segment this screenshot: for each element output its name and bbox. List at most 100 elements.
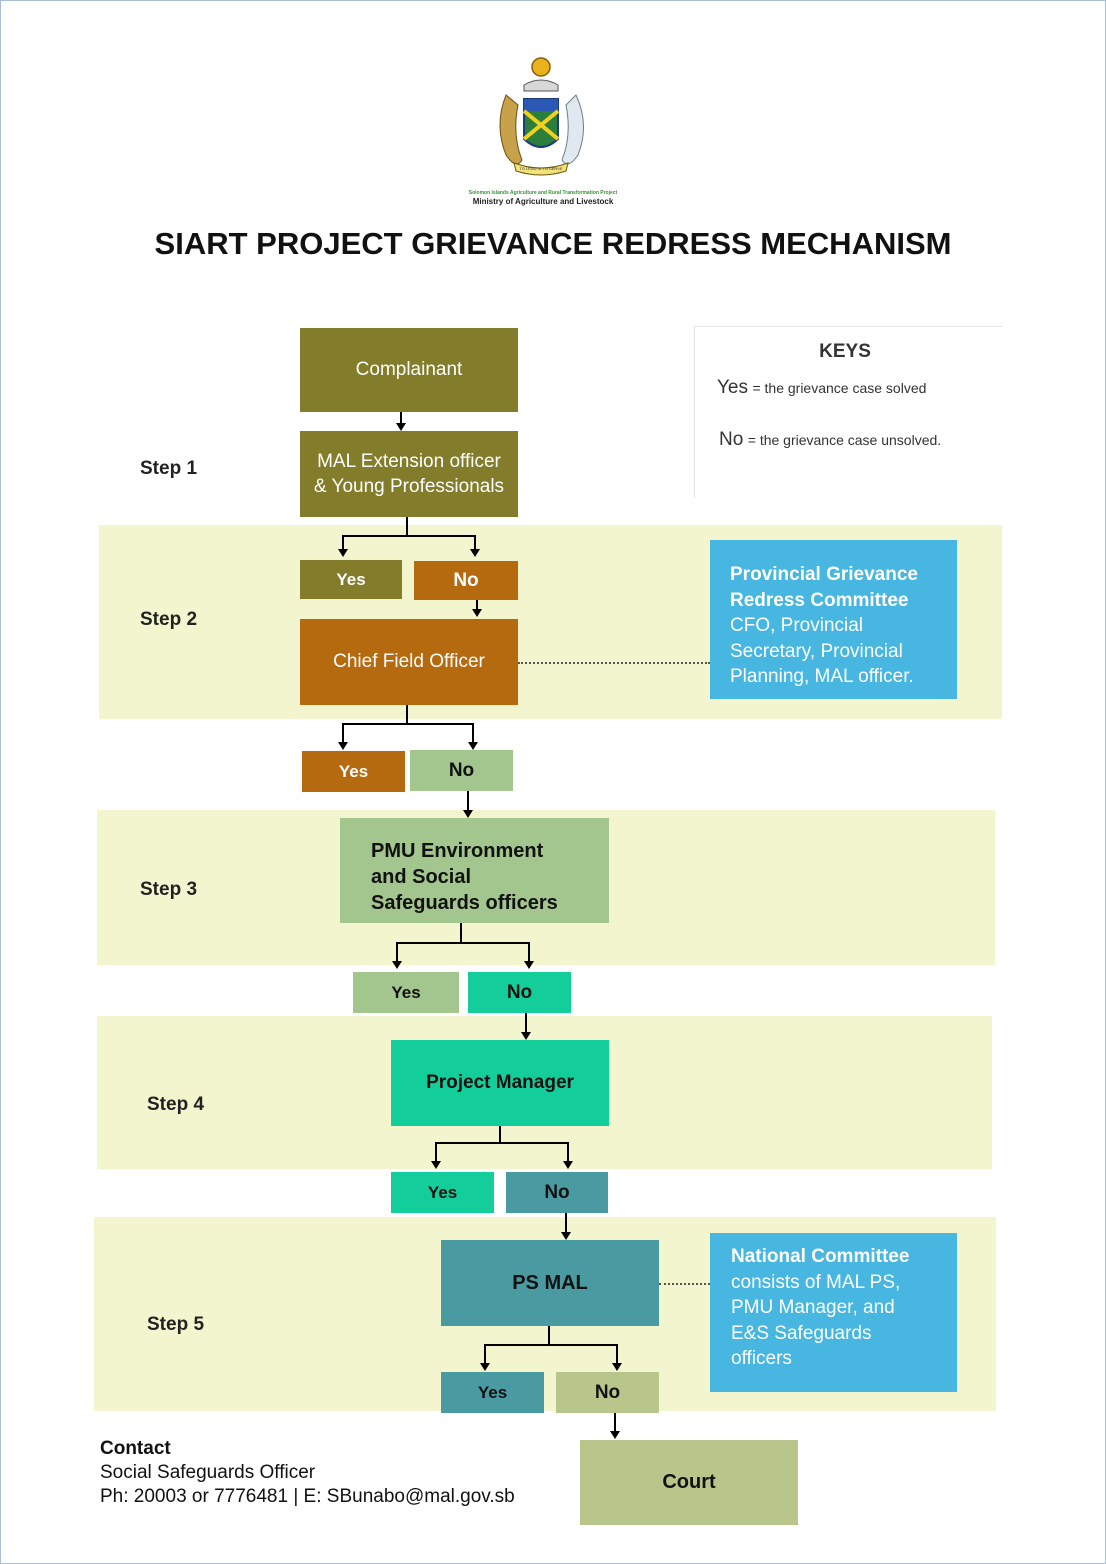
national-body-line1: consists of MAL PS, (731, 1271, 901, 1293)
logo-caption-ministry: Ministry of Agriculture and Livestock (472, 197, 614, 206)
connector (406, 705, 408, 724)
pmu-line3: Safeguards officers (371, 892, 558, 914)
arrow (524, 961, 534, 969)
mal-extension-box: MAL Extension officer & Young Profession… (300, 431, 518, 517)
connector (484, 1344, 486, 1364)
arrow (480, 1363, 490, 1371)
dotted-connector (518, 662, 710, 664)
yes-label: Yes (338, 761, 369, 781)
national-heading: National Committee (731, 1246, 910, 1267)
dotted-connector (659, 1283, 710, 1285)
connector (396, 942, 398, 962)
arrow (472, 609, 482, 617)
arrow (392, 961, 402, 969)
connector (342, 723, 344, 743)
arrow (521, 1032, 531, 1040)
yes-label: Yes (427, 1182, 458, 1202)
chief-field-officer-box: Chief Field Officer (300, 619, 518, 705)
no-box-step1: No (414, 561, 518, 600)
no-label: No (544, 1181, 570, 1203)
connector (396, 942, 530, 944)
provincial-body-line2: Secretary, Provincial (730, 640, 903, 662)
key-yes: Yes = the grievance case solved (717, 377, 926, 399)
national-body-line4: officers (731, 1348, 792, 1369)
no-box-step3: No (468, 972, 571, 1013)
no-label: No (448, 759, 475, 781)
arrow (612, 1363, 622, 1371)
pmu-safeguards-box: PMU Environment and Social Safeguards of… (340, 818, 609, 923)
connector (406, 517, 408, 536)
step-5-label: Step 5 (147, 1314, 205, 1335)
no-box-step4: No (506, 1172, 608, 1213)
connector (567, 1142, 569, 1162)
mal-extension-line2: & Young Professionals (313, 476, 505, 497)
ps-mal-label: PS MAL (512, 1271, 588, 1294)
court-label: Court (662, 1471, 716, 1493)
yes-box-step1: Yes (300, 560, 402, 599)
court-box: Court (580, 1440, 798, 1525)
contact-role: Social Safeguards Officer (100, 1462, 316, 1483)
pmu-line1: PMU Environment (371, 840, 544, 862)
project-manager-box: Project Manager (391, 1040, 609, 1126)
keys-panel: KEYS Yes = the grievance case solved No … (694, 326, 1002, 498)
connector (614, 1413, 616, 1432)
connector (342, 535, 476, 537)
step-1-label: Step 1 (140, 458, 198, 479)
connector (565, 1213, 567, 1233)
arrow (338, 742, 348, 750)
connector (342, 535, 344, 550)
connector (467, 791, 469, 811)
connector (342, 723, 474, 725)
no-box-step2: No (410, 750, 513, 791)
connector (435, 1142, 437, 1162)
no-label: No (506, 981, 533, 1003)
arrow (561, 1232, 571, 1240)
contact-details: Ph: 20003 or 7776481 | E: SBunabo@mal.go… (100, 1486, 515, 1507)
arrow (470, 549, 480, 557)
yes-box-step3: Yes (353, 972, 459, 1013)
arrow (463, 810, 473, 818)
connector (525, 1013, 527, 1033)
logo-caption-project: Solomon Islands Agriculture and Rural Tr… (468, 190, 618, 196)
yes-box-step2: Yes (302, 751, 405, 792)
yes-box-step5: Yes (441, 1372, 544, 1413)
provincial-heading-line1: Provincial Grievance (730, 564, 918, 585)
arrow (338, 549, 348, 557)
contact-heading: Contact (100, 1438, 171, 1459)
national-body-line3: E&S Safeguards (731, 1322, 872, 1344)
page-title: SIART PROJECT GRIEVANCE REDRESS MECHANIS… (154, 226, 952, 261)
key-no-word: No (719, 429, 744, 450)
arrow (396, 423, 406, 431)
coat-of-arms-logo: TO LEAD IS TO SERVE (486, 55, 596, 190)
connector (460, 923, 462, 943)
connector (484, 1344, 618, 1346)
yes-label: Yes (477, 1382, 508, 1402)
provincial-committee-box: Provincial Grievance Redress Committee C… (710, 540, 957, 699)
mal-extension-line1: MAL Extension officer (317, 451, 501, 472)
pmu-line2: and Social (371, 866, 472, 888)
no-label: No (453, 569, 479, 591)
complainant-label: Complainant (355, 359, 463, 380)
contact-block: Contact Social Safeguards Officer Ph: 20… (100, 1437, 515, 1509)
connector (499, 1126, 501, 1143)
step-2-label: Step 2 (140, 609, 198, 630)
key-no: No = the grievance case unsolved. (719, 429, 941, 451)
provincial-body-line3: Planning, MAL officer. (730, 666, 914, 687)
yes-box-step4: Yes (391, 1172, 494, 1213)
connector (400, 412, 402, 424)
national-committee-box: National Committee consists of MAL PS, P… (710, 1233, 957, 1392)
provincial-heading-line2: Redress Committee (730, 589, 909, 611)
connector (435, 1142, 569, 1144)
provincial-body-line1: CFO, Provincial (730, 615, 864, 636)
connector (474, 535, 476, 550)
connector (616, 1344, 618, 1364)
national-body-line2: PMU Manager, and (731, 1297, 895, 1318)
arrow (563, 1161, 573, 1169)
no-box-step5: No (556, 1372, 659, 1413)
complainant-box: Complainant (300, 328, 518, 412)
connector (528, 942, 530, 962)
step-4-label: Step 4 (147, 1094, 205, 1115)
key-yes-word: Yes (717, 377, 748, 398)
arrow (431, 1161, 441, 1169)
svg-text:TO LEAD IS TO SERVE: TO LEAD IS TO SERVE (519, 166, 562, 171)
